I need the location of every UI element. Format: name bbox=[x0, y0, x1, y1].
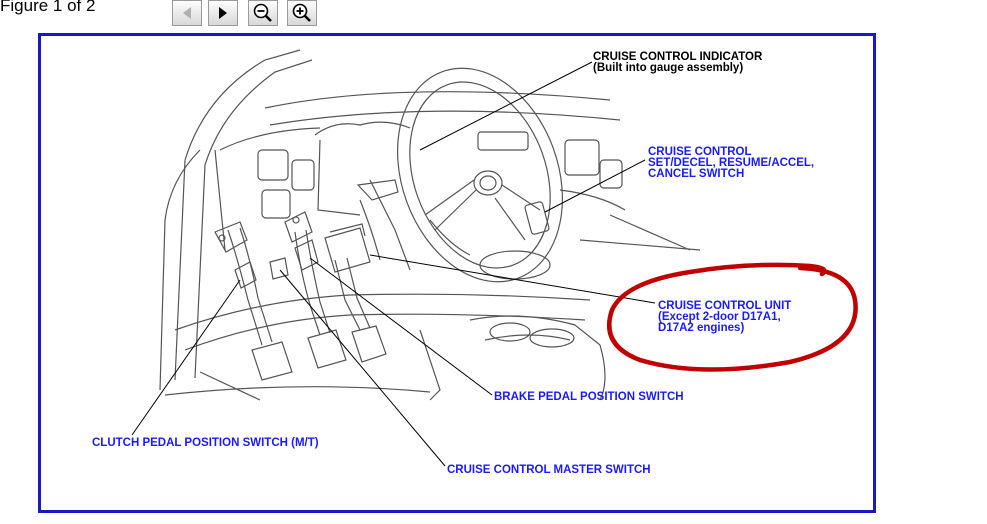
unit-label-line1: CRUISE CONTROL UNIT bbox=[658, 300, 791, 312]
zoom-out-button[interactable] bbox=[248, 0, 278, 26]
leader-lines bbox=[131, 61, 656, 467]
indicator-leader-line bbox=[419, 61, 593, 151]
brake-leader-line bbox=[309, 257, 493, 396]
switch-leader-line bbox=[544, 159, 646, 213]
switch-label-line2: SET/DECEL, RESUME/ACCEL, bbox=[648, 157, 814, 169]
master-leader-line bbox=[279, 269, 446, 467]
indicator-label-line2: (Built into gauge assembly) bbox=[593, 62, 743, 74]
magnifier-minus-icon bbox=[253, 3, 272, 22]
highlight-circle bbox=[606, 262, 858, 372]
unit-leader-line bbox=[369, 254, 656, 304]
figure-counter: Figure 1 of 2 bbox=[0, 0, 96, 15]
triangle-right-icon bbox=[219, 7, 227, 19]
unit-label-line2: (Except 2-door D17A1, bbox=[658, 311, 781, 323]
brake-switch-label: BRAKE PEDAL POSITION SWITCH bbox=[494, 391, 684, 403]
magnifier-plus-icon bbox=[292, 3, 311, 22]
clutch-leader-line bbox=[131, 279, 241, 436]
switch-label-line1: CRUISE CONTROL bbox=[648, 146, 752, 158]
switch-label-line3: CANCEL SWITCH bbox=[648, 168, 744, 180]
unit-label-line3: D17A2 engines) bbox=[658, 322, 744, 334]
previous-figure-button[interactable] bbox=[172, 0, 202, 26]
zoom-in-button[interactable] bbox=[287, 0, 317, 26]
master-switch-label: CRUISE CONTROL MASTER SWITCH bbox=[447, 464, 651, 476]
next-figure-button[interactable] bbox=[208, 0, 238, 26]
diagram-frame bbox=[38, 33, 876, 513]
clutch-switch-label: CLUTCH PEDAL POSITION SWITCH (M/T) bbox=[92, 437, 319, 449]
triangle-left-icon bbox=[183, 7, 191, 19]
indicator-label-line1: CRUISE CONTROL INDICATOR bbox=[593, 51, 763, 63]
